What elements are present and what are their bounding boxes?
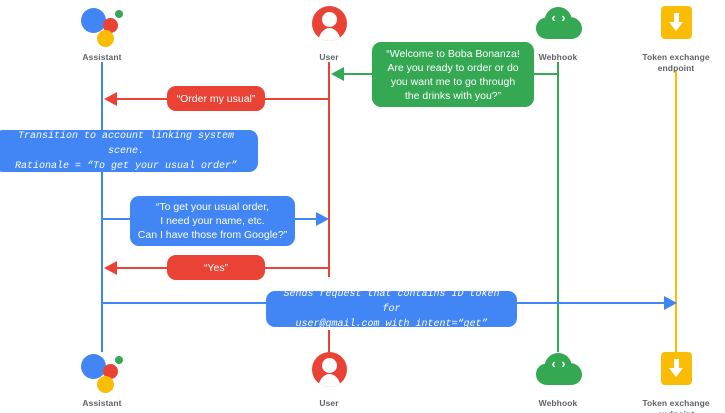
actor-user-bottom[interactable]: User [259, 350, 399, 409]
token-arrow-head-icon [669, 22, 683, 31]
user-avatar-icon-bottom [307, 350, 351, 394]
webhook-code-glyph: ‹ › [551, 10, 567, 25]
assistant-yellow-dot-icon [97, 376, 114, 393]
assistant-green-dot-icon [115, 10, 123, 18]
token-arrow-stem-icon [674, 359, 679, 370]
message-bubble-order-my-usual-text: “Order my usual” [176, 92, 256, 105]
arrow-head-yes [104, 261, 117, 275]
google-assistant-icon [80, 4, 124, 48]
assistant-blue-dot-icon [81, 354, 106, 379]
assistant-red-dot-icon [103, 364, 118, 379]
arrow-head-welcome [331, 67, 344, 81]
token-arrow-stem-icon [674, 13, 679, 24]
token-arrow-base-icon [668, 378, 685, 381]
actor-label-token-endpoint-bottom: Token exchange endpoint [642, 398, 710, 413]
assistant-blue-dot-icon [81, 8, 106, 33]
lifeline-user-lower [328, 330, 330, 352]
assistant-yellow-dot-icon [97, 30, 114, 47]
actor-assistant-top[interactable]: Assistant [32, 4, 172, 63]
user-head-icon [322, 358, 337, 373]
message-bubble-yes[interactable]: “Yes” [167, 255, 265, 280]
download-box-icon [654, 4, 698, 48]
assistant-green-dot-icon [115, 356, 123, 364]
actor-label-assistant-bottom: Assistant [82, 398, 122, 408]
lifeline-webhook [557, 62, 559, 352]
token-arrow-head-icon [669, 368, 683, 377]
arrow-head-sends-request [664, 296, 677, 310]
message-bubble-order-my-usual[interactable]: “Order my usual” [167, 86, 265, 111]
actor-label-webhook-bottom: Webhook [538, 398, 578, 408]
message-bubble-need-your-name-text: “To get your usual order, I need your na… [137, 201, 288, 241]
lifeline-user [328, 62, 330, 277]
note-sends-request-text: Sends request that contains ID token for… [283, 288, 500, 330]
token-arrow-base-icon [668, 32, 685, 35]
cloud-shape-icon [536, 7, 582, 41]
download-box-icon-bottom [654, 350, 698, 394]
user-body-icon [318, 374, 341, 387]
user-avatar-silhouette-icon [312, 352, 347, 387]
google-assistant-icon-bottom [80, 350, 124, 394]
message-bubble-welcome[interactable]: “Welcome to Boba Bonanza! Are you ready … [372, 42, 534, 107]
message-bubble-welcome-text: “Welcome to Boba Bonanza! Are you ready … [386, 47, 520, 102]
lifeline-assistant [101, 62, 103, 352]
user-body-icon [318, 28, 341, 41]
actor-label-assistant: Assistant [82, 52, 122, 62]
message-bubble-yes-text: “Yes” [203, 261, 229, 274]
cloud-code-icon: ‹ › [536, 4, 582, 48]
arrow-head-order-my-usual [104, 92, 117, 106]
webhook-code-glyph-bottom: ‹ › [551, 356, 567, 371]
actor-label-user-bottom: User [319, 398, 339, 408]
user-avatar-silhouette-icon [312, 6, 347, 41]
actor-assistant-bottom[interactable]: Assistant [32, 350, 172, 409]
actor-token-endpoint-top[interactable]: Token exchange endpoint [606, 4, 725, 74]
note-transition-text: Transition to account linking system sce… [14, 130, 238, 172]
user-head-icon [322, 12, 337, 27]
actor-webhook-top[interactable]: ‹ › Webhook [488, 4, 628, 63]
actor-user-top[interactable]: User [259, 4, 399, 63]
cloud-shape-icon [536, 353, 582, 387]
actor-token-endpoint-bottom[interactable]: Token exchange endpoint [606, 350, 725, 413]
actor-webhook-bottom[interactable]: ‹ › Webhook [488, 350, 628, 409]
assistant-red-dot-icon [103, 18, 118, 33]
message-bubble-need-your-name[interactable]: “To get your usual order, I need your na… [130, 196, 295, 246]
actor-label-webhook: Webhook [538, 52, 578, 62]
note-sends-request[interactable]: Sends request that contains ID token for… [266, 289, 517, 330]
actor-label-token-endpoint: Token exchange endpoint [642, 52, 710, 73]
cloud-code-icon-bottom: ‹ › [536, 350, 582, 394]
arrow-head-need-your-name [316, 212, 329, 226]
note-transition[interactable]: Transition to account linking system sce… [0, 130, 258, 172]
actor-label-user: User [319, 52, 339, 62]
lifeline-token-endpoint [675, 70, 677, 352]
user-avatar-icon [307, 4, 351, 48]
